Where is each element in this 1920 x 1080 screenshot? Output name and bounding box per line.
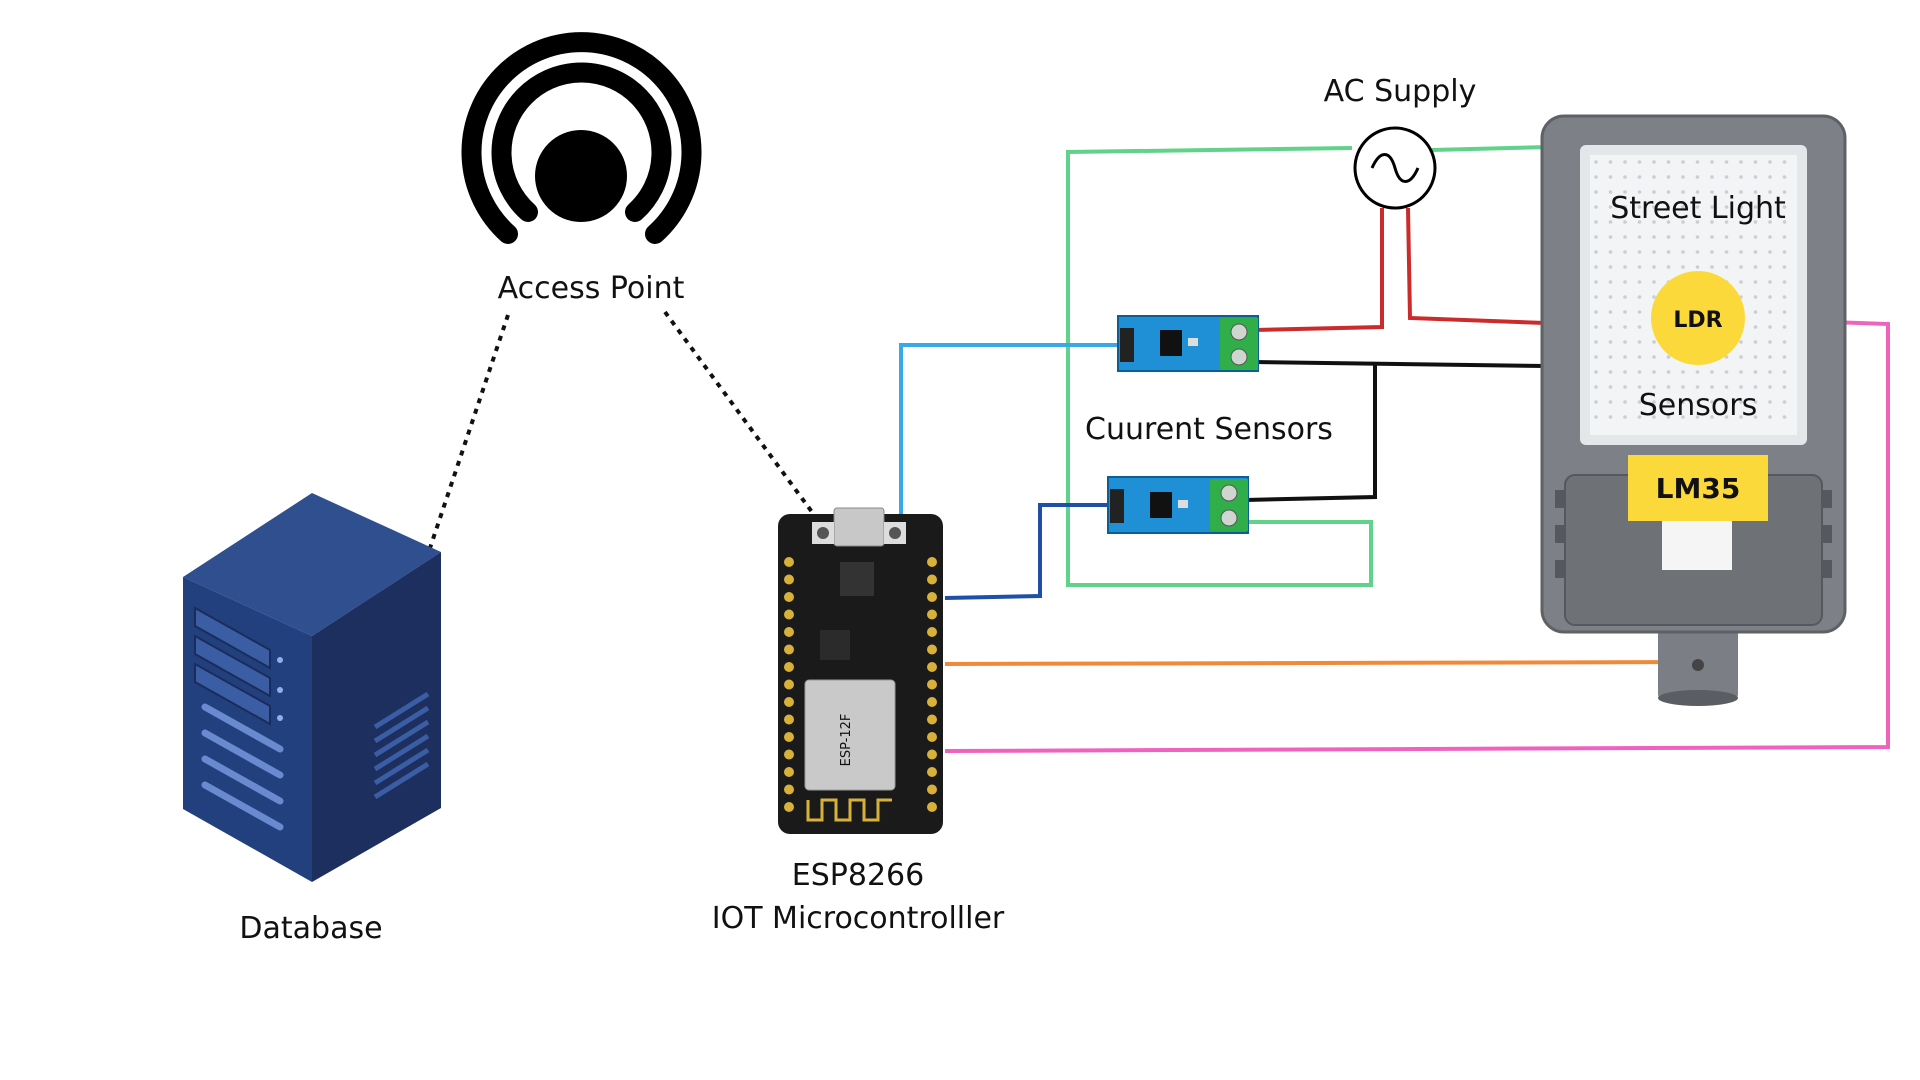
database-server-icon bbox=[183, 493, 441, 882]
neutral-wire-sensor2 bbox=[1244, 362, 1377, 502]
ac-loop-wire bbox=[1066, 146, 1373, 587]
ldr-badge bbox=[1651, 271, 1745, 365]
wireless-link-database bbox=[428, 314, 510, 549]
ac-supply-label: AC Supply bbox=[1324, 74, 1477, 109]
current-sensors-label: Cuurent Sensors bbox=[1085, 412, 1333, 447]
sensors-label: Sensors bbox=[1639, 388, 1757, 423]
street-light-label: Street Light bbox=[1610, 191, 1786, 226]
esp-label-line1: ESP8266 bbox=[792, 858, 924, 893]
esp-label-line2: IOT Microcontrolller bbox=[712, 901, 1005, 936]
esp8266-board: ESP-12F bbox=[778, 507, 943, 834]
ac-supply-lamp-wire bbox=[1431, 145, 1549, 152]
phase-wire-sensor bbox=[1252, 208, 1384, 332]
ac-supply-symbol-icon bbox=[1353, 126, 1437, 210]
signal-wire-sensor2 bbox=[944, 503, 1108, 600]
access-point-icon bbox=[461, 32, 702, 244]
wireless-link-esp bbox=[663, 310, 814, 514]
phase-wire-lamp bbox=[1406, 207, 1546, 325]
current-sensor-2 bbox=[1107, 476, 1249, 534]
database-label: Database bbox=[239, 911, 382, 946]
lm35-label: LM35 bbox=[1656, 472, 1741, 505]
ldr-label: LDR bbox=[1673, 308, 1722, 333]
lm35-badge bbox=[1628, 455, 1768, 521]
neutral-wire-sensor1 bbox=[1252, 360, 1546, 368]
access-point-label: Access Point bbox=[498, 271, 685, 306]
signal-wire-sensor1 bbox=[899, 343, 1118, 522]
current-sensor-1 bbox=[1117, 315, 1259, 372]
esp-module-chip-text: ESP-12F bbox=[839, 714, 854, 767]
